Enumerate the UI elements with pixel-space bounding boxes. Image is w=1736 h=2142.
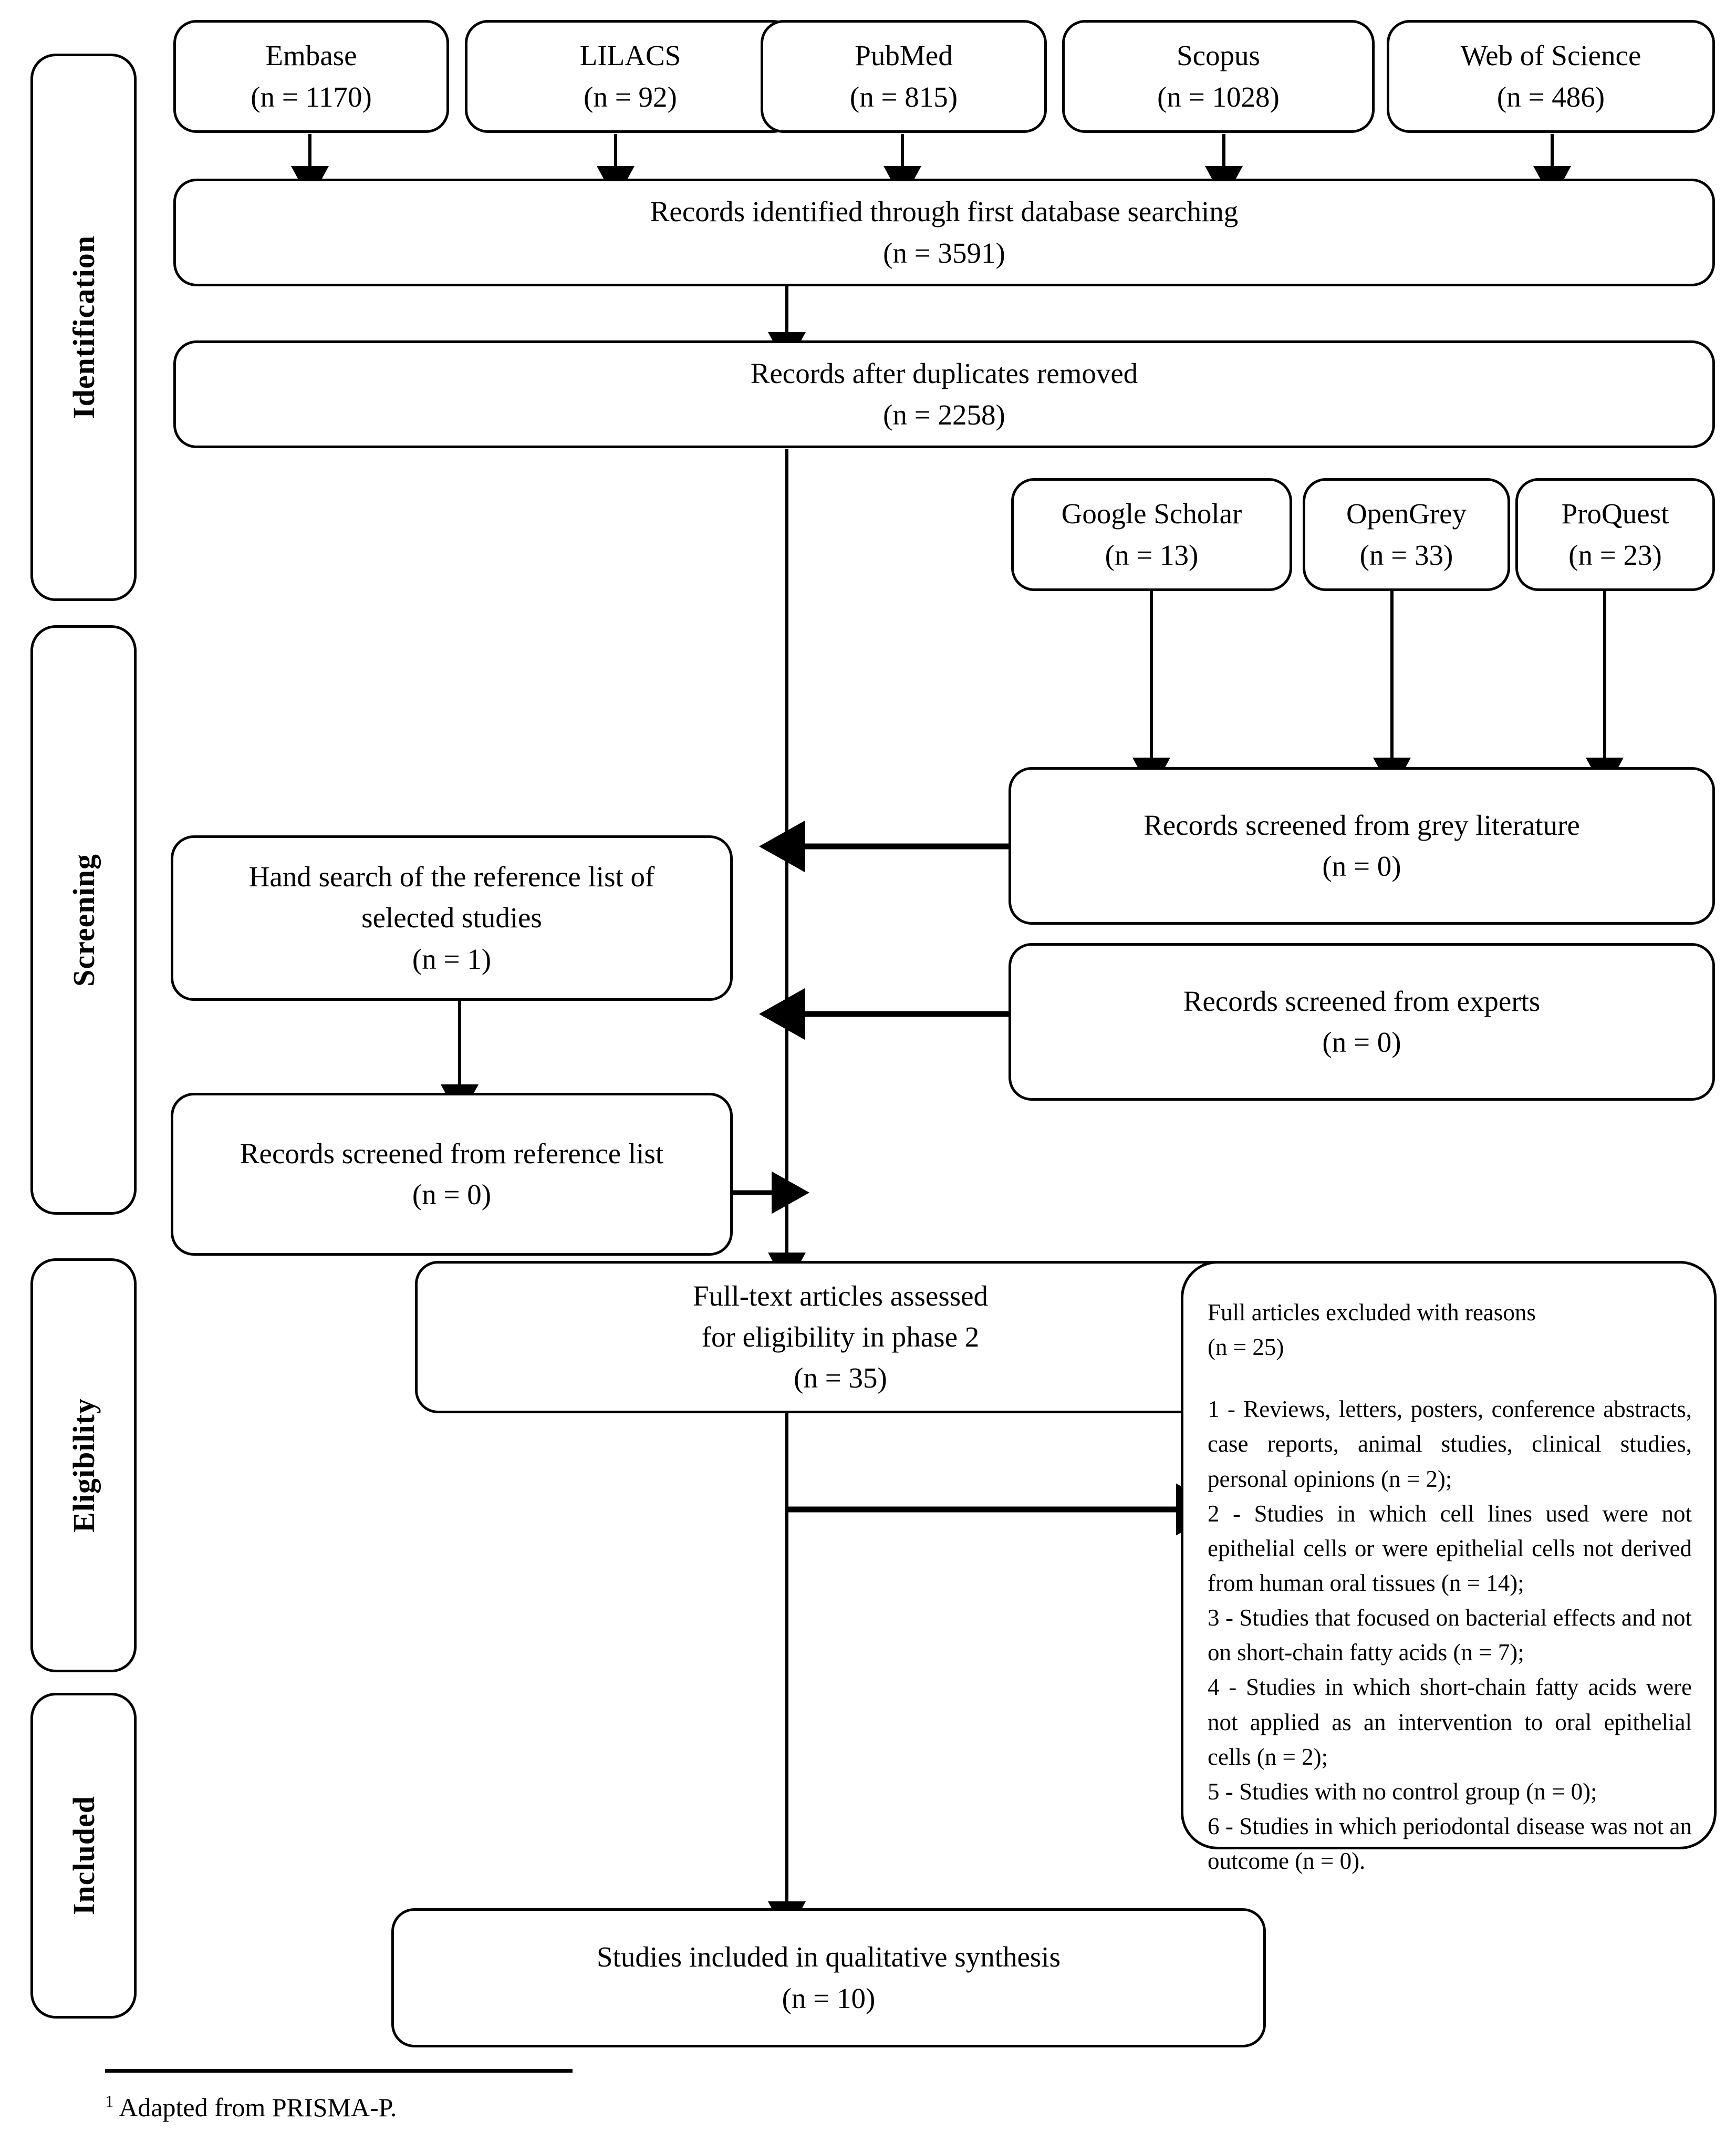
stage-label-identification: Identification	[66, 235, 101, 419]
node-records-screened-reference-list: Records screened from reference list (n …	[171, 1093, 733, 1256]
database-name: Embase	[265, 39, 357, 72]
excluded-count: (n = 25)	[1208, 1334, 1284, 1361]
node-fulltext-articles-assessed: Full-text articles assessed for eligibil…	[415, 1261, 1266, 1413]
footnote-marker: 1	[105, 2092, 114, 2112]
excluded-reason-5: 5 - Studies with no control group (n = 0…	[1208, 1778, 1597, 1805]
database-box-lilacs: LILACS (n = 92)	[465, 20, 796, 133]
stage-included: Included	[30, 1693, 137, 2019]
stage-screening: Screening	[30, 625, 137, 1215]
node-full-articles-excluded: Full articles excluded with reasons (n =…	[1181, 1261, 1717, 1874]
database-name: PubMed	[855, 39, 953, 72]
footnote-rule	[105, 2069, 573, 2073]
excluded-reason-3: 3 - Studies that focused on bacterial ef…	[1208, 1605, 1692, 1666]
grey-source-count: (n = 13)	[1105, 539, 1199, 571]
node-line-1: Full-text articles assessed	[692, 1279, 989, 1312]
database-count: (n = 1170)	[251, 80, 372, 113]
stage-label-screening: Screening	[66, 853, 101, 987]
node-line-2: (n = 2258)	[883, 398, 1005, 431]
database-box-embase: Embase (n = 1170)	[173, 20, 449, 133]
footnote: 1 Adapted from PRISMA-P.	[105, 2092, 397, 2123]
node-studies-included-qualitative-synthesis: Studies included in qualitative synthesi…	[391, 1908, 1266, 2047]
footnote-text: Adapted from PRISMA-P.	[113, 2093, 397, 2122]
node-line-1: Records screened from experts	[1183, 985, 1541, 1017]
node-line-1: Records screened from reference list	[240, 1137, 664, 1170]
node-records-screened-grey-literature: Records screened from grey literature (n…	[1009, 767, 1715, 925]
stage-eligibility: Eligibility	[30, 1258, 137, 1672]
database-name: LILACS	[579, 39, 681, 72]
node-line-2: (n = 10)	[782, 1982, 876, 2014]
database-count: (n = 92)	[584, 80, 677, 113]
grey-source-box-proquest: ProQuest (n = 23)	[1515, 478, 1715, 591]
node-records-screened-experts: Records screened from experts (n = 0)	[1009, 943, 1715, 1101]
grey-source-box-opengrey: OpenGrey (n = 33)	[1303, 478, 1510, 591]
stage-label-included: Included	[66, 1796, 101, 1916]
database-name: Scopus	[1177, 39, 1260, 72]
database-count: (n = 486)	[1496, 80, 1605, 113]
database-count: (n = 1028)	[1157, 80, 1280, 113]
grey-source-count: (n = 33)	[1359, 539, 1453, 571]
database-box-web-of-science: Web of Science (n = 486)	[1387, 20, 1715, 133]
node-records-after-duplicates: Records after duplicates removed (n = 22…	[173, 340, 1715, 448]
excluded-reason-6: 6 - Studies in which periodontal disease…	[1208, 1813, 1692, 1875]
node-line-2: selected studies	[361, 902, 542, 934]
stage-label-eligibility: Eligibility	[66, 1398, 101, 1533]
node-line-1: Records screened from grey literature	[1144, 809, 1580, 841]
node-hand-search-reference-list: Hand search of the reference list of sel…	[171, 835, 733, 1001]
node-records-identified: Records identified through first databas…	[173, 179, 1715, 286]
excluded-reason-4: 4 - Studies in which short-chain fatty a…	[1208, 1674, 1692, 1770]
grey-source-name: OpenGrey	[1346, 498, 1467, 530]
node-line-3: (n = 35)	[794, 1362, 887, 1394]
node-line-3: (n = 1)	[412, 943, 492, 975]
node-line-2: (n = 0)	[1322, 1026, 1401, 1058]
database-count: (n = 815)	[849, 80, 958, 113]
node-line-2: (n = 0)	[412, 1178, 492, 1210]
node-line-2: (n = 0)	[1322, 850, 1401, 882]
database-box-pubmed: PubMed (n = 815)	[761, 20, 1047, 133]
database-box-scopus: Scopus (n = 1028)	[1062, 20, 1375, 133]
grey-source-name: ProQuest	[1561, 498, 1669, 530]
excluded-spacer	[1208, 1364, 1692, 1392]
node-line-2: for eligibility in phase 2	[701, 1320, 980, 1353]
database-name: Web of Science	[1460, 39, 1641, 72]
excluded-reason-2: 2 - Studies in which cell lines used wer…	[1208, 1500, 1692, 1596]
node-line-1: Hand search of the reference list of	[248, 861, 655, 893]
grey-source-name: Google Scholar	[1061, 498, 1242, 530]
node-line-1: Records after duplicates removed	[750, 357, 1138, 390]
excluded-reason-1: 1 - Reviews, letters, posters, conferenc…	[1208, 1396, 1692, 1492]
excluded-heading: Full articles excluded with reasons	[1208, 1299, 1536, 1326]
grey-source-count: (n = 23)	[1568, 539, 1662, 571]
node-line-2: (n = 3591)	[883, 236, 1005, 269]
node-line-1: Records identified through first databas…	[650, 195, 1239, 228]
node-line-1: Studies included in qualitative synthesi…	[597, 1941, 1061, 1973]
grey-source-box-google-scholar: Google Scholar (n = 13)	[1011, 478, 1292, 591]
stage-identification: Identification	[30, 54, 137, 601]
